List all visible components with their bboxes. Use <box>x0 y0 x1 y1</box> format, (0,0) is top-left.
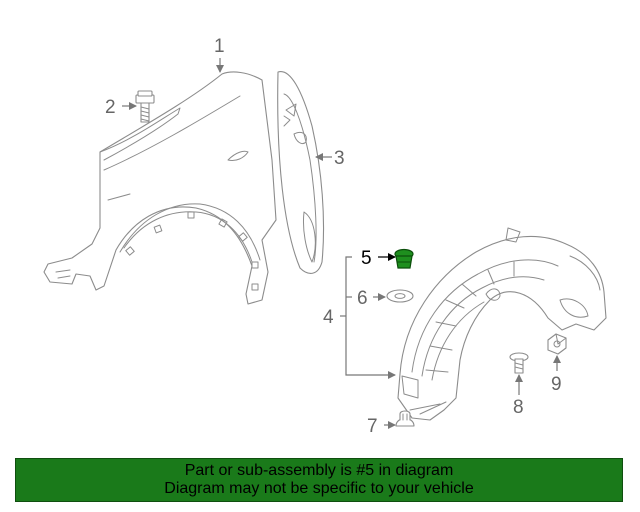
clip-part-5[interactable] <box>394 248 414 269</box>
callout-3: 3 <box>334 148 345 169</box>
callout-9: 9 <box>551 374 562 395</box>
banner-line-2: Diagram may not be specific to your vehi… <box>164 480 474 497</box>
callout-4: 4 <box>323 307 334 328</box>
callout-6: 6 <box>357 288 368 309</box>
callout-7: 7 <box>367 416 378 437</box>
leader-lines <box>122 58 561 429</box>
banner-line-1: Part or sub-assembly is #5 in diagram <box>184 462 454 479</box>
callout-8: 8 <box>513 397 524 418</box>
callout-2: 2 <box>105 97 116 118</box>
callout-5: 5 <box>361 248 372 269</box>
screw-part-8[interactable] <box>509 352 529 374</box>
inner-fender-liner-part-4[interactable] <box>397 227 607 421</box>
bolt-part-2[interactable] <box>135 90 155 123</box>
nut-part-9[interactable] <box>547 333 567 355</box>
washer-part-6[interactable] <box>386 289 414 303</box>
push-clip-part-7[interactable] <box>395 410 415 427</box>
callout-1: 1 <box>214 36 225 57</box>
fender-part-1[interactable] <box>43 71 277 305</box>
leader-4-bracket <box>345 256 396 379</box>
info-banner: Part or sub-assembly is #5 in diagram Di… <box>15 458 623 502</box>
insulator-part-3[interactable] <box>277 71 325 274</box>
callout-numbers: 1 2 3 4 5 6 7 8 9 <box>105 36 562 437</box>
